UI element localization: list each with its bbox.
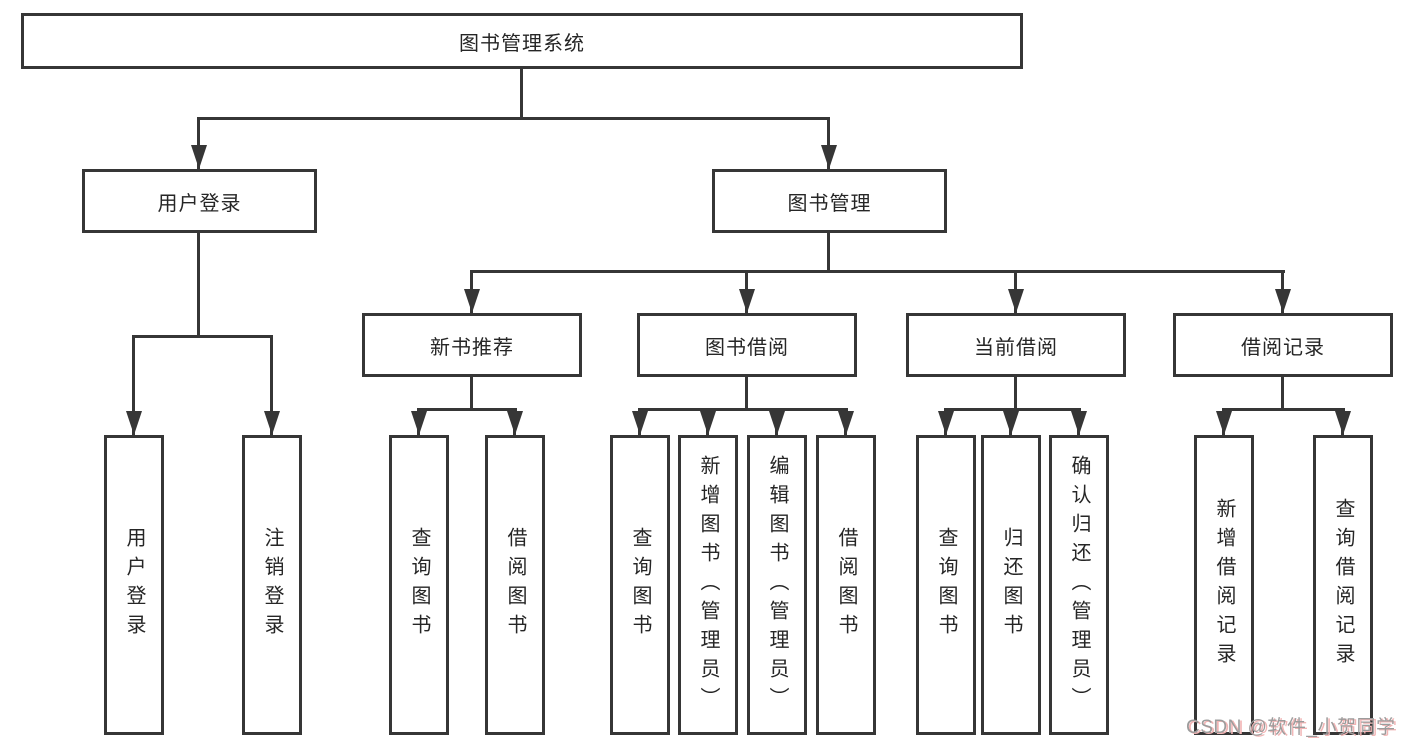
leaf-current-query-books: 查询图书 (916, 435, 976, 735)
leaf-recommend-borrow-books: 借阅图书 (485, 435, 545, 735)
node-library-management-system: 图书管理系统 (21, 13, 1023, 69)
connector-line (944, 408, 1081, 411)
arrowhead-icon (1335, 411, 1351, 435)
connector-line (1281, 377, 1284, 411)
leaf-records-add-record: 新增借阅记录 (1194, 435, 1254, 735)
connector-line (470, 270, 1285, 273)
connector-line (197, 233, 200, 336)
node-book-borrowing: 图书借阅 (637, 313, 857, 377)
connector-line (197, 117, 200, 169)
leaf-borrowing-add-books-admin: 新增图书（管理员） (678, 435, 738, 735)
csdn-watermark: CSDN @软件_小贺同学 (1186, 717, 1396, 738)
arrowhead-icon (838, 411, 854, 435)
arrowhead-icon (769, 411, 785, 435)
node-new-book-recommend: 新书推荐 (362, 313, 582, 377)
arrowhead-icon (191, 145, 207, 169)
leaf-current-confirm-return-admin: 确认归还（管理员） (1049, 435, 1109, 735)
connector-line (520, 69, 523, 119)
connector-line (270, 335, 273, 435)
arrowhead-icon (507, 411, 523, 435)
connector-line (132, 335, 135, 435)
arrowhead-icon (938, 411, 954, 435)
leaf-recommend-query-books: 查询图书 (389, 435, 449, 735)
arrowhead-icon (411, 411, 427, 435)
connector-line (827, 117, 830, 169)
connector-line (1222, 408, 1345, 411)
arrowhead-icon (1275, 289, 1291, 313)
connector-line (417, 408, 517, 411)
arrowhead-icon (700, 411, 716, 435)
arrowhead-icon (1071, 411, 1087, 435)
node-book-management: 图书管理 (712, 169, 947, 233)
arrowhead-icon (1003, 411, 1019, 435)
connector-line (1014, 377, 1017, 411)
arrowhead-icon (126, 411, 142, 435)
arrowhead-icon (1216, 411, 1232, 435)
connector-line (638, 408, 848, 411)
node-user-login: 用户登录 (82, 169, 317, 233)
arrowhead-icon (264, 411, 280, 435)
connector-line (745, 377, 748, 411)
connector-line (470, 377, 473, 411)
arrowhead-icon (821, 145, 837, 169)
arrowhead-icon (632, 411, 648, 435)
leaf-borrowing-edit-books-admin: 编辑图书（管理员） (747, 435, 807, 735)
leaf-logout: 注销登录 (242, 435, 302, 735)
leaf-records-query-record: 查询借阅记录 (1313, 435, 1373, 735)
arrowhead-icon (739, 289, 755, 313)
leaf-borrowing-query-books: 查询图书 (610, 435, 670, 735)
arrowhead-icon (1008, 289, 1024, 313)
leaf-current-return-books: 归还图书 (981, 435, 1041, 735)
node-borrowing-records: 借阅记录 (1173, 313, 1393, 377)
connector-line (197, 117, 830, 120)
connector-line (827, 233, 830, 272)
arrowhead-icon (464, 289, 480, 313)
leaf-user-login: 用户登录 (104, 435, 164, 735)
node-current-borrowing: 当前借阅 (906, 313, 1126, 377)
connector-line (132, 335, 273, 338)
leaf-borrowing-borrow-books: 借阅图书 (816, 435, 876, 735)
